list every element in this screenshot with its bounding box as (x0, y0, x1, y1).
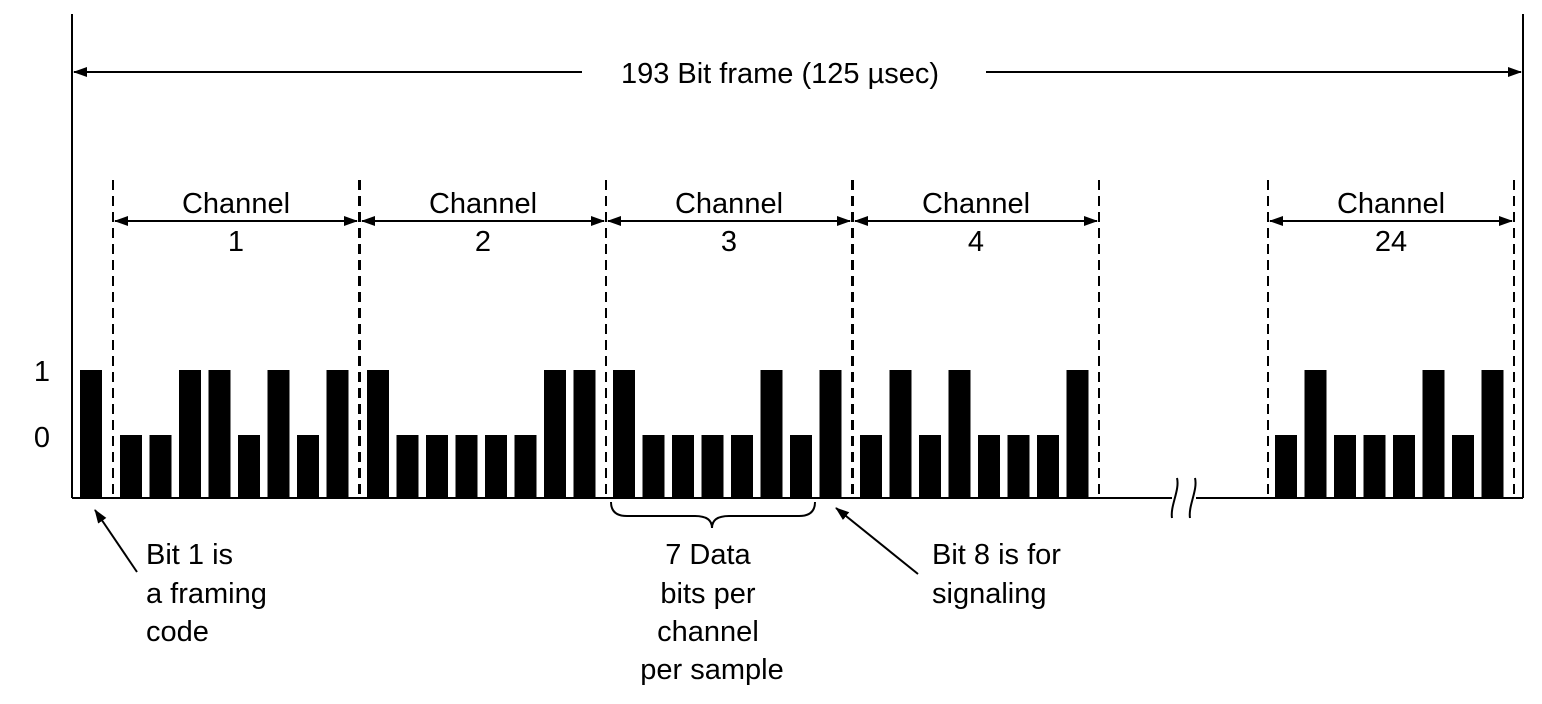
bit-bar (396, 435, 419, 498)
data-line-1: 7 Data (665, 539, 751, 571)
bit-bar (179, 370, 201, 498)
bit-bar (455, 435, 478, 498)
signaling-line-1: Bit 8 is for (932, 539, 1061, 571)
bit-bar (760, 370, 783, 498)
framing-pointer-arrow (94, 509, 138, 573)
bit-bar (701, 435, 724, 498)
bit-bar (573, 370, 596, 498)
channel-number-label: 4 (968, 226, 984, 258)
signaling-annotation: Bit 8 is for signaling (932, 539, 1069, 610)
data-line-2: bits per (660, 578, 755, 610)
framing-line-3: code (146, 616, 209, 648)
bit-bar (1363, 435, 1386, 498)
signaling-line-2: signaling (932, 578, 1046, 610)
channel-number-label: 1 (228, 226, 244, 258)
bit-bar (860, 435, 882, 498)
framing-bit-group (80, 370, 102, 498)
signaling-pointer-arrow (835, 507, 919, 575)
bit-bar (1422, 370, 1445, 498)
bit-bar (120, 435, 142, 498)
bit-bar (297, 435, 319, 498)
level-0-label: 0 (34, 422, 50, 454)
channel-3: Channel 3 (605, 180, 853, 498)
break-symbol (1170, 477, 1197, 519)
bit-bar (1275, 435, 1297, 498)
channel-1: Channel 1 (112, 180, 360, 498)
bit-bar (514, 435, 537, 498)
channel-number-label: 24 (1375, 226, 1407, 258)
bit-bar (731, 435, 753, 498)
bit-bar (819, 370, 842, 498)
channel-word-label: Channel (1337, 188, 1445, 220)
bit-bar (1304, 370, 1327, 498)
bit-bar (672, 435, 694, 498)
framing-line-2: a framing (146, 578, 267, 610)
channel-word-label: Channel (182, 188, 290, 220)
bit-bar (1452, 435, 1474, 498)
bit-bar (1481, 370, 1504, 498)
bit-bar (790, 435, 812, 498)
data-line-4: per sample (640, 654, 783, 686)
bit-bar (426, 435, 448, 498)
bit-bar (267, 370, 290, 498)
data-line-3: channel (657, 616, 759, 648)
bit-bar (326, 370, 349, 498)
bit-bar (1066, 370, 1089, 498)
framing-line-1: Bit 1 is (146, 539, 233, 571)
channel-number-label: 3 (721, 226, 737, 258)
bit-bar (642, 435, 665, 498)
channel-24: Channel 24 (1267, 180, 1515, 498)
bit-bar (149, 435, 172, 498)
channels: Channel 1 Channel 2 Channel 3 Channel 4 Channel 2… (112, 180, 1515, 498)
bit-bar (889, 370, 912, 498)
channel-2: Channel 2 (359, 180, 607, 498)
framing-annotation: Bit 1 is a framing code (146, 539, 275, 648)
bit-bar (238, 435, 260, 498)
framing-bit-bar (80, 370, 102, 498)
bit-bar (1037, 435, 1059, 498)
frame-label: 193 Bit frame (125 µsec) (621, 58, 939, 90)
channel-word-label: Channel (675, 188, 783, 220)
data-bits-brace (610, 501, 816, 529)
bit-bar (919, 435, 941, 498)
channel-word-label: Channel (922, 188, 1030, 220)
channel-number-label: 2 (475, 226, 491, 258)
bit-bar (485, 435, 507, 498)
data-annotation: 7 Data bits per channel per sample (640, 539, 783, 686)
channel-4: Channel 4 (852, 180, 1100, 498)
bit-bar (613, 370, 635, 498)
bit-bar (544, 370, 566, 498)
bit-bar (1007, 435, 1030, 498)
channel-word-label: Channel (429, 188, 537, 220)
bit-bar (367, 370, 389, 498)
bit-bar (948, 370, 971, 498)
bit-bar (1393, 435, 1415, 498)
bit-bar (1334, 435, 1356, 498)
level-1-label: 1 (34, 356, 50, 388)
bit-bar (208, 370, 231, 498)
bit-bar (978, 435, 1000, 498)
